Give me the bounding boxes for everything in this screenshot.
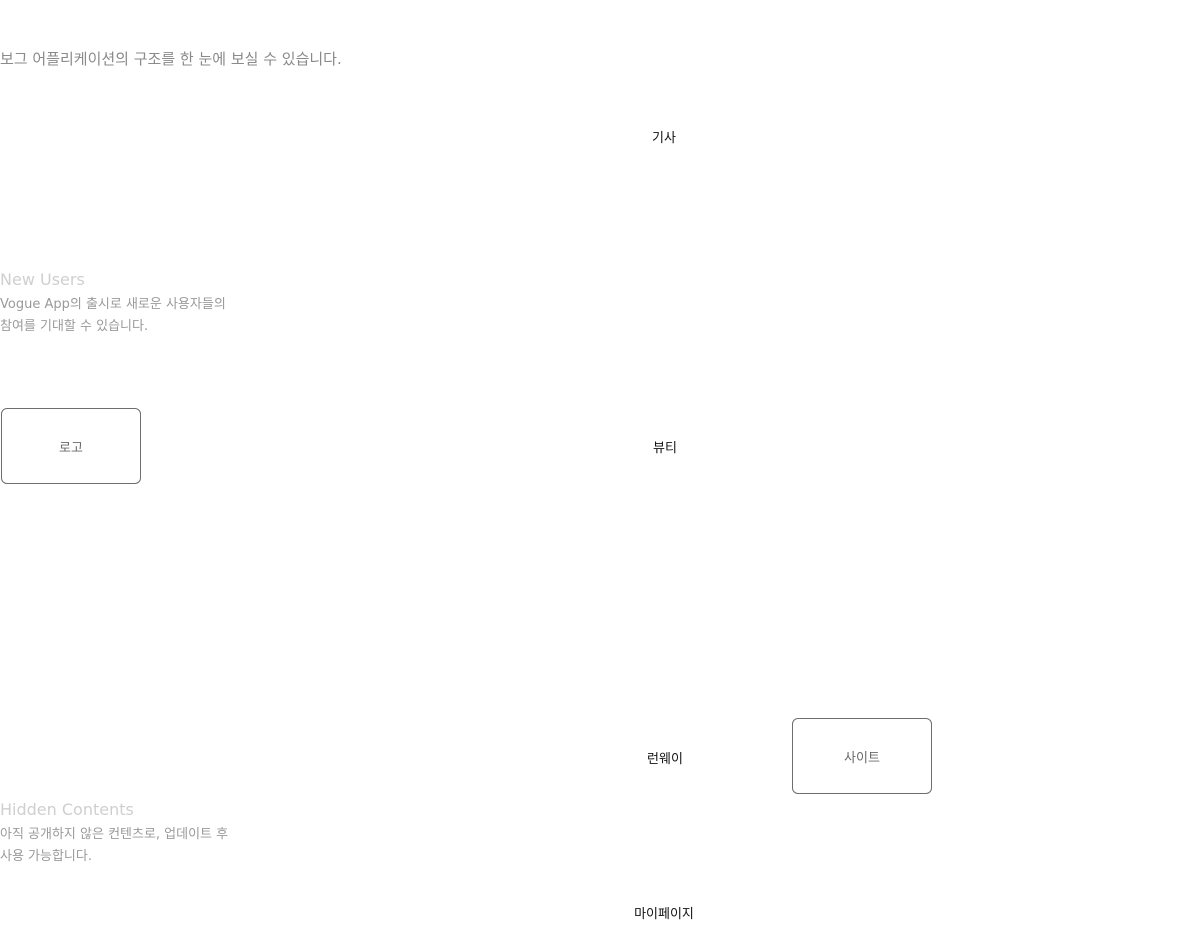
new-users-title: New Users [0,270,85,289]
new-users-desc-line1: Vogue App의 출시로 새로운 사용자들의 [0,297,226,312]
hidden-contents-desc-line1: 아직 공개하지 않은 컨텐츠로, 업데이트 후 [0,827,229,842]
intro-text: 보그 어플리케이션의 구조를 한 눈에 보실 수 있습니다. [0,50,342,68]
node-article[interactable]: 기사 [652,131,676,146]
new-users-desc-line2: 참여를 기대할 수 있습니다. [0,319,149,334]
node-runway[interactable]: 런웨이 [647,752,683,767]
node-beauty[interactable]: 뷰티 [653,441,677,456]
hidden-contents-title: Hidden Contents [0,800,134,819]
site-box[interactable]: 사이트 [792,718,932,794]
logo-box-label: 로고 [59,440,83,456]
site-box-label: 사이트 [844,750,880,766]
logo-box[interactable]: 로고 [1,408,141,484]
node-mypage[interactable]: 마이페이지 [634,907,694,922]
hidden-contents-desc-line2: 사용 가능합니다. [0,849,92,864]
